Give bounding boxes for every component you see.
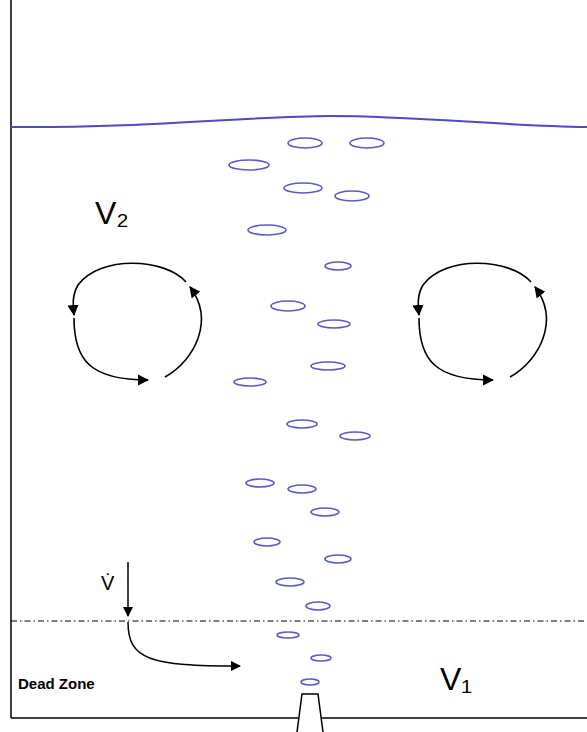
bubble [311, 508, 339, 516]
recirculation-loop [418, 263, 546, 380]
bubble [306, 602, 330, 610]
bubble [276, 578, 304, 586]
bubble [340, 432, 370, 440]
flow-arrow [128, 622, 240, 666]
loop-arc [74, 318, 148, 380]
bubble [288, 485, 316, 493]
loop-arc [510, 287, 546, 377]
bubble [271, 301, 305, 311]
bubble [246, 479, 274, 487]
region-label: Dead Zone [18, 676, 95, 693]
vessel-wall [10, 0, 12, 718]
bubble [229, 160, 269, 170]
bubble [301, 679, 319, 685]
bubble [318, 320, 350, 328]
bubble [335, 191, 369, 201]
loop-arc [419, 318, 493, 380]
loop-arc [73, 263, 186, 315]
bubble [311, 362, 345, 370]
bubble [284, 183, 322, 193]
bubble [350, 138, 384, 148]
dead-zone-boundary [11, 621, 587, 622]
liquid-surface [11, 116, 587, 127]
gas-nozzle [297, 694, 323, 732]
bubble [311, 655, 331, 661]
flow-arrow [127, 562, 129, 616]
bubble [325, 555, 351, 563]
recirculation-loop [73, 263, 201, 380]
flow-rate-label: V̇ [101, 572, 114, 594]
bubble [287, 420, 317, 428]
bubble [234, 378, 266, 386]
bubble [288, 138, 322, 148]
bubble [254, 538, 280, 546]
volume-label: V₁ [440, 662, 472, 697]
bubble [248, 225, 286, 235]
gas-bubbles [229, 138, 384, 685]
volume-label: V₂ [95, 196, 129, 231]
loop-arc [418, 263, 531, 315]
bubble [277, 632, 299, 638]
loop-arc [165, 287, 201, 377]
bubble [325, 262, 351, 270]
